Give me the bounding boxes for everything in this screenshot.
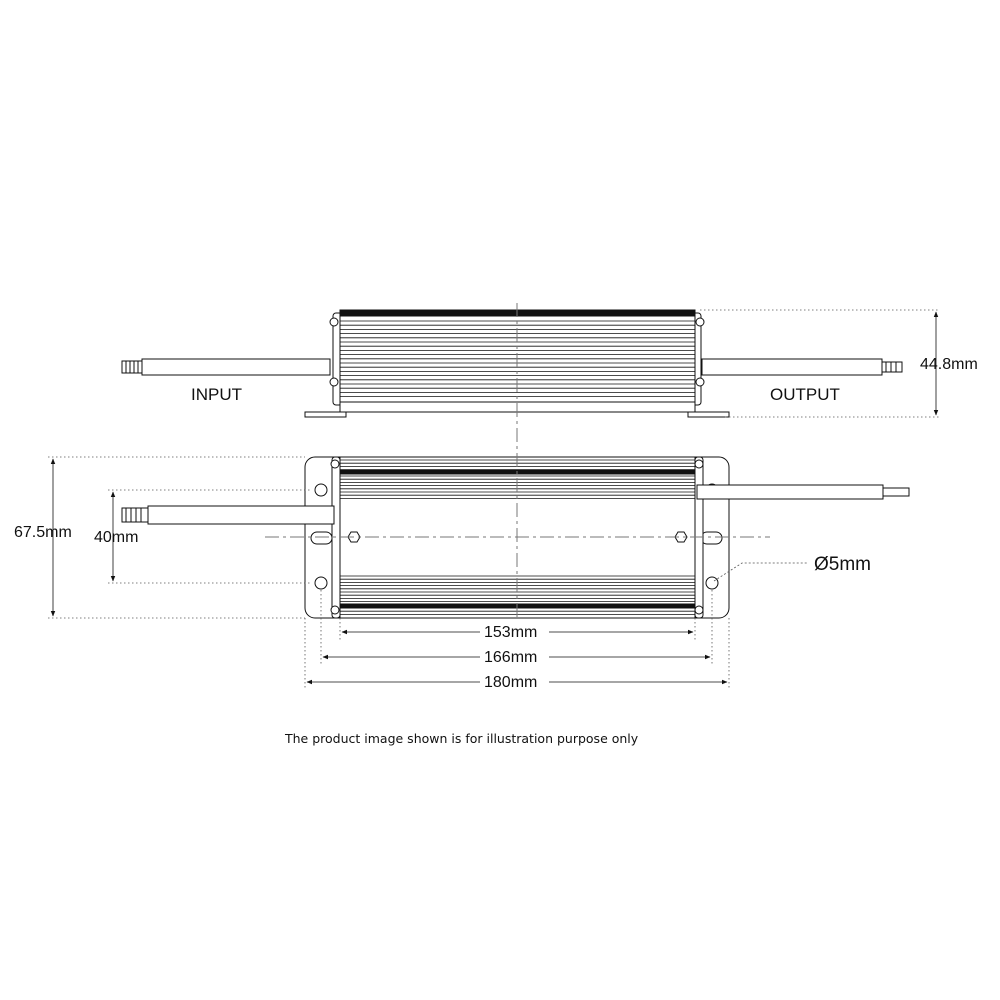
mounting-slot [310,531,333,545]
input-label: INPUT [191,385,242,404]
output-label: OUTPUT [770,385,840,404]
mounting-hole [314,483,328,497]
side-output-cable [701,358,903,376]
mounting-slot [700,531,723,545]
length-total-label: 180mm [484,674,537,691]
dimensions [48,309,940,688]
top-view [121,456,910,619]
height-dimension-label: 44.8mm [920,356,978,373]
length-body-label: 153mm [484,624,537,641]
hex-nut [674,531,688,543]
hole-diameter-label: Ø5mm [814,554,871,575]
cable-spacing-label: 40mm [94,529,138,546]
length-holes-label: 166mm [484,649,537,666]
mounting-hole [314,576,328,590]
top-output-cable [696,484,910,500]
mounting-hole [705,576,719,590]
top-input-cable [121,505,335,525]
side-input-cable [121,358,331,376]
width-dimension-label: 67.5mm [14,524,72,541]
illustration-note: The product image shown is for illustrat… [284,731,639,746]
